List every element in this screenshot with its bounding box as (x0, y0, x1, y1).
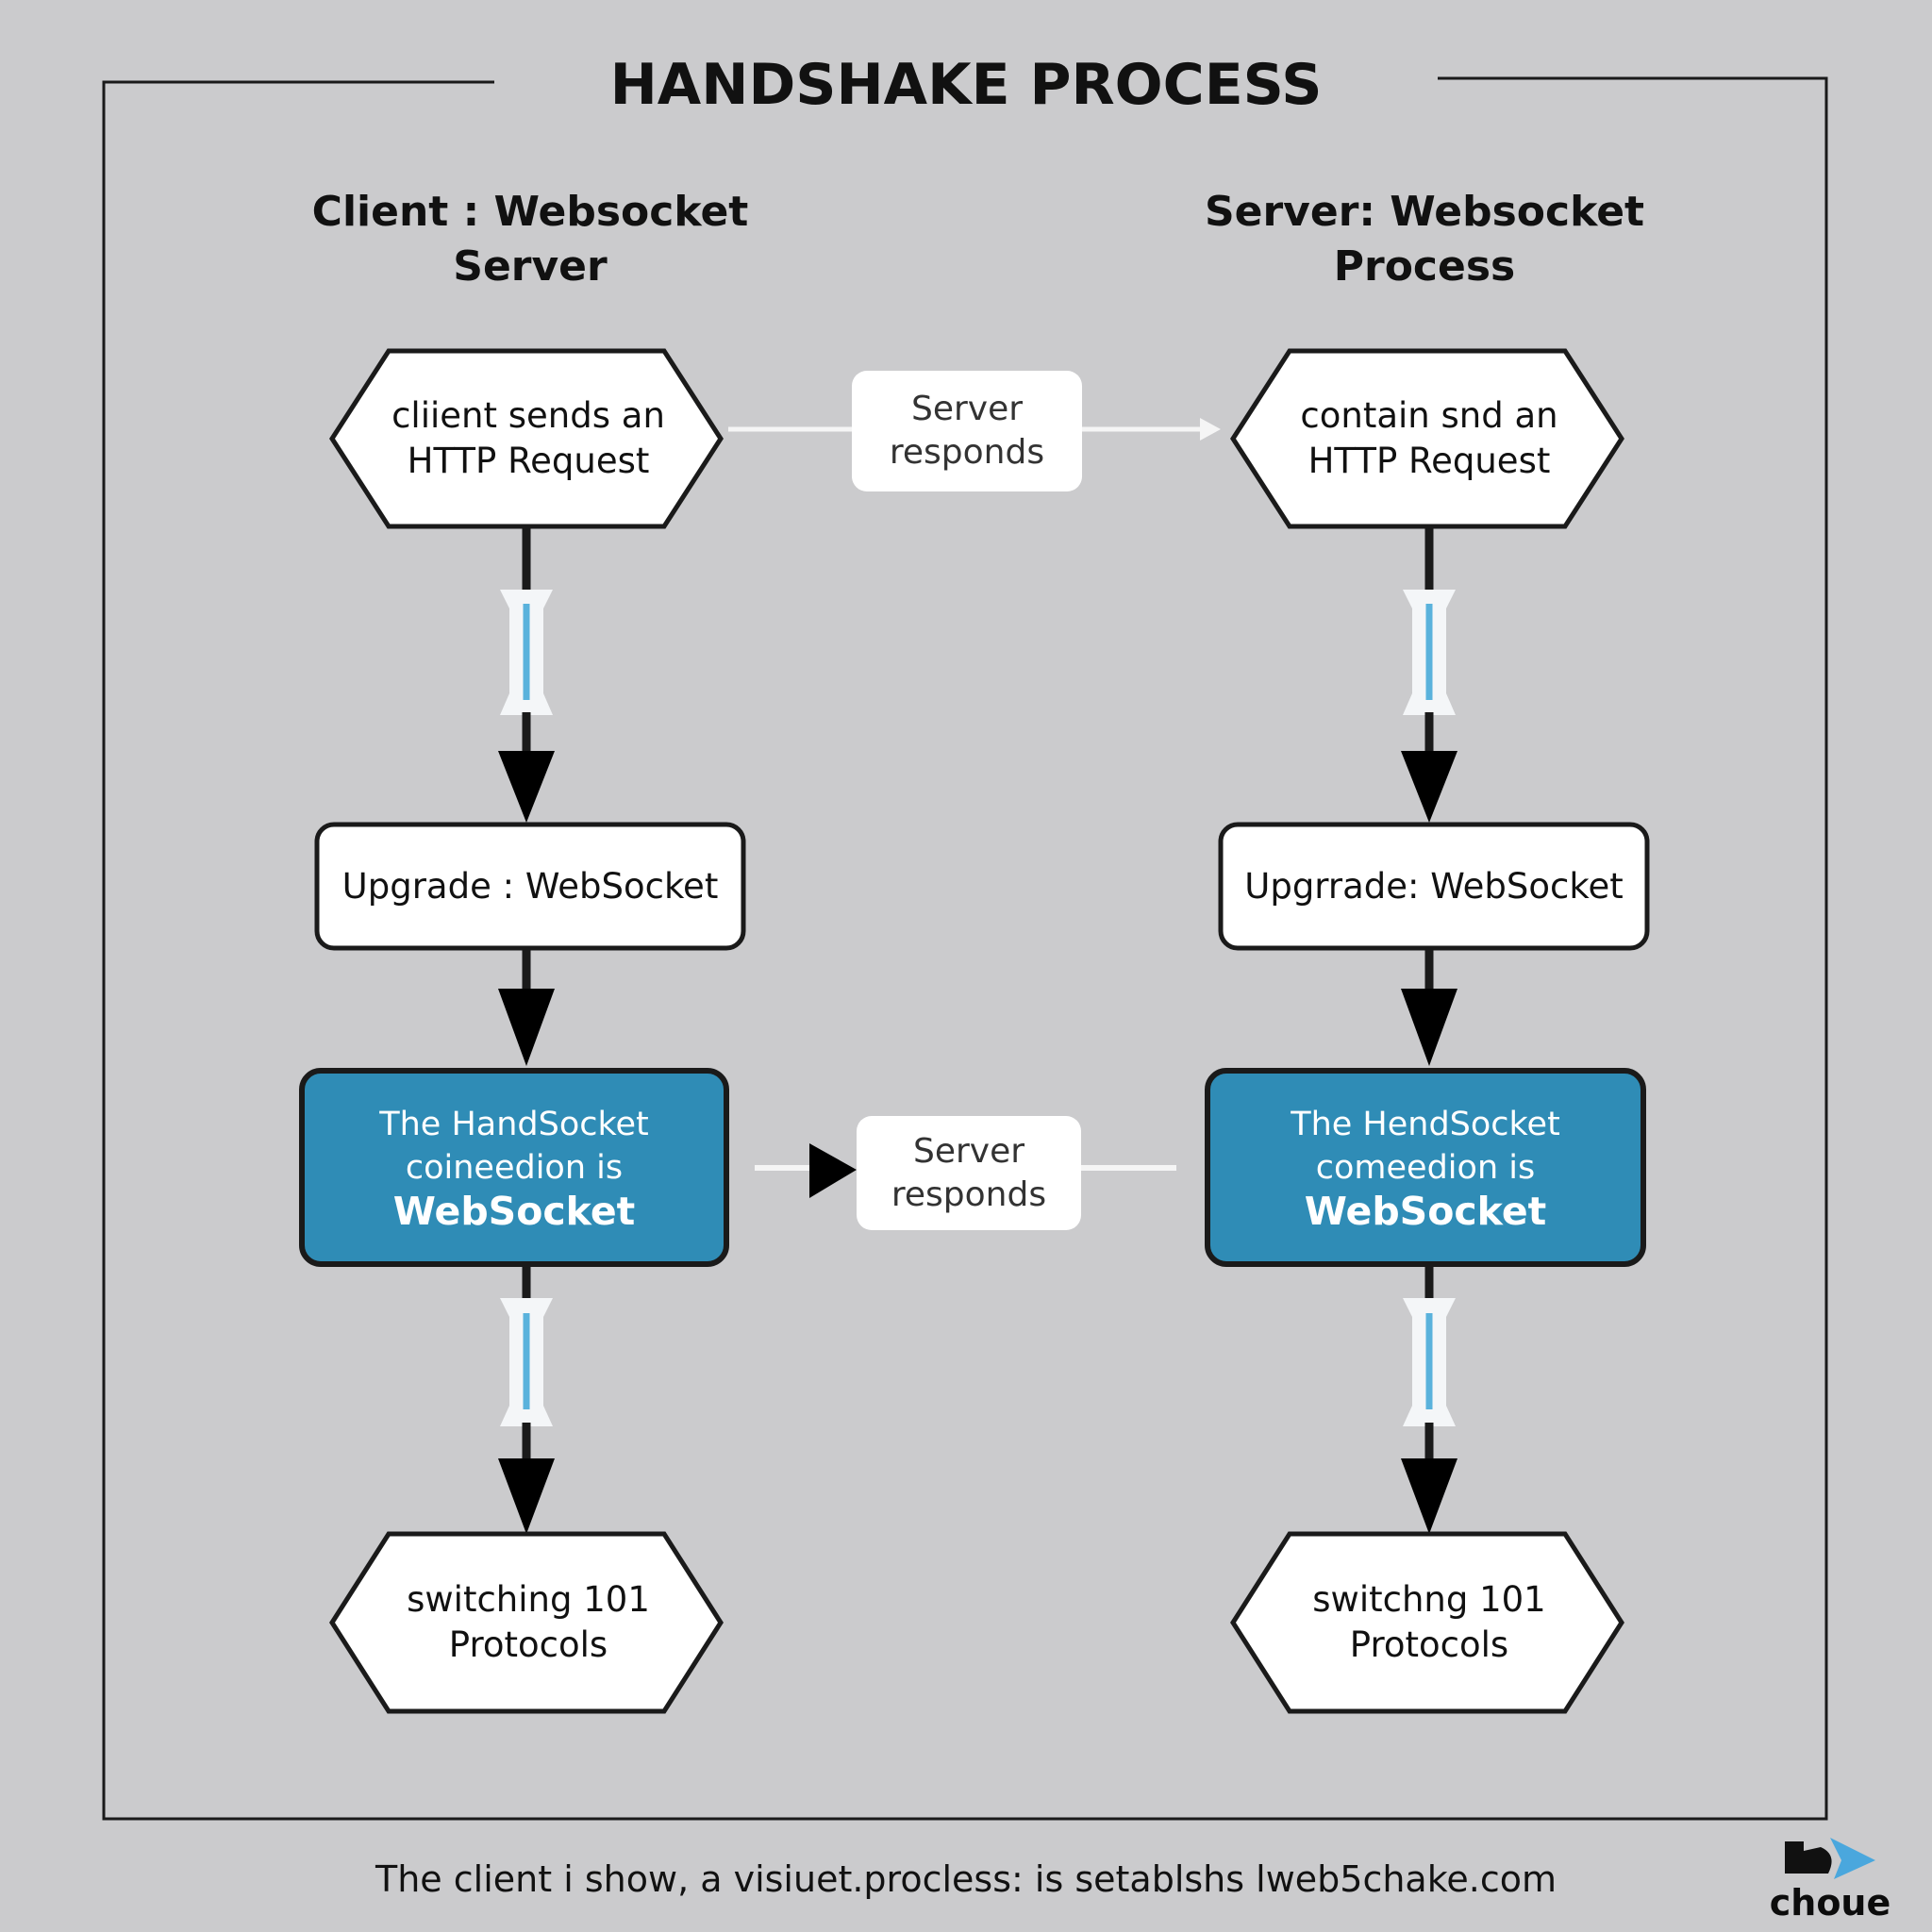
connector-left-1 (498, 526, 555, 823)
edge-label-middle-box (857, 1116, 1081, 1230)
client-handshake-line-1: The HandSocket (379, 1105, 649, 1143)
arrowhead-right (809, 1143, 857, 1198)
server-column-title-text: Server: Websocket Process (1204, 188, 1645, 291)
connector-left-2 (498, 948, 555, 1066)
client-switching-text: switching 101 Protocols (407, 1579, 650, 1665)
server-switching-text: switchng 101 Protocols (1312, 1579, 1546, 1665)
frame-border (102, 76, 1828, 1821)
client-switching-node (329, 1531, 724, 1714)
footer-caption: The client i show, a visiuet.procless: i… (375, 1858, 1557, 1900)
client-column-title: Client : Websocket Server (247, 185, 813, 294)
edge-middle-line (755, 1143, 1176, 1198)
server-handshake-line-1: The HendSocket (1291, 1105, 1560, 1143)
arrowhead-down (498, 1458, 555, 1534)
client-request-text: cliient sends an HTTP Request (391, 395, 665, 481)
server-request-node (1230, 348, 1624, 529)
client-handshake-text: The HandSocket coineedion is WebSocket (302, 1071, 726, 1264)
arrowhead-right (1200, 418, 1221, 441)
client-request-node (329, 348, 724, 529)
brand-logo-text: choue (1769, 1882, 1891, 1924)
server-handshake-text: The HendSocket comeedion is WebSocket (1208, 1071, 1643, 1264)
edge-top-line (728, 418, 1221, 441)
client-handshake-line-3: WebSocket (392, 1188, 636, 1234)
edge-label-top-box (852, 371, 1082, 491)
edge-label-top: Server responds (889, 390, 1045, 472)
arrowhead-down (498, 989, 555, 1066)
server-column-title: Server: Websocket Process (1141, 185, 1707, 294)
connector-right-1 (1401, 526, 1457, 823)
server-upgrade-text: Upgrrade: WebSocket (1244, 865, 1624, 907)
edge-label-middle: Server responds (891, 1131, 1047, 1214)
server-switching-node (1230, 1531, 1624, 1714)
client-column-title-text: Client : Websocket Server (311, 188, 749, 291)
arrowhead-down (498, 751, 555, 823)
brand-logo-icon (1785, 1838, 1875, 1879)
server-upgrade-node (1218, 822, 1650, 951)
server-request-text: contain snd an HTTP Request (1300, 395, 1558, 481)
client-upgrade-text: Upgrade : WebSocket (341, 865, 719, 907)
arrowhead-down (1401, 1458, 1457, 1534)
client-handshake-node (299, 1068, 729, 1267)
page-title: HANDSHAKE PROCESS (494, 47, 1438, 123)
connector-right-2 (1401, 948, 1457, 1066)
connector-left-3 (498, 1264, 555, 1534)
client-handshake-line-2: coineedion is (405, 1148, 624, 1187)
arrowhead-down (1401, 989, 1457, 1066)
server-handshake-line-2: comeedion is (1315, 1148, 1536, 1187)
server-handshake-line-3: WebSocket (1304, 1188, 1547, 1234)
connector-right-3 (1401, 1264, 1457, 1534)
arrowhead-down (1401, 751, 1457, 823)
